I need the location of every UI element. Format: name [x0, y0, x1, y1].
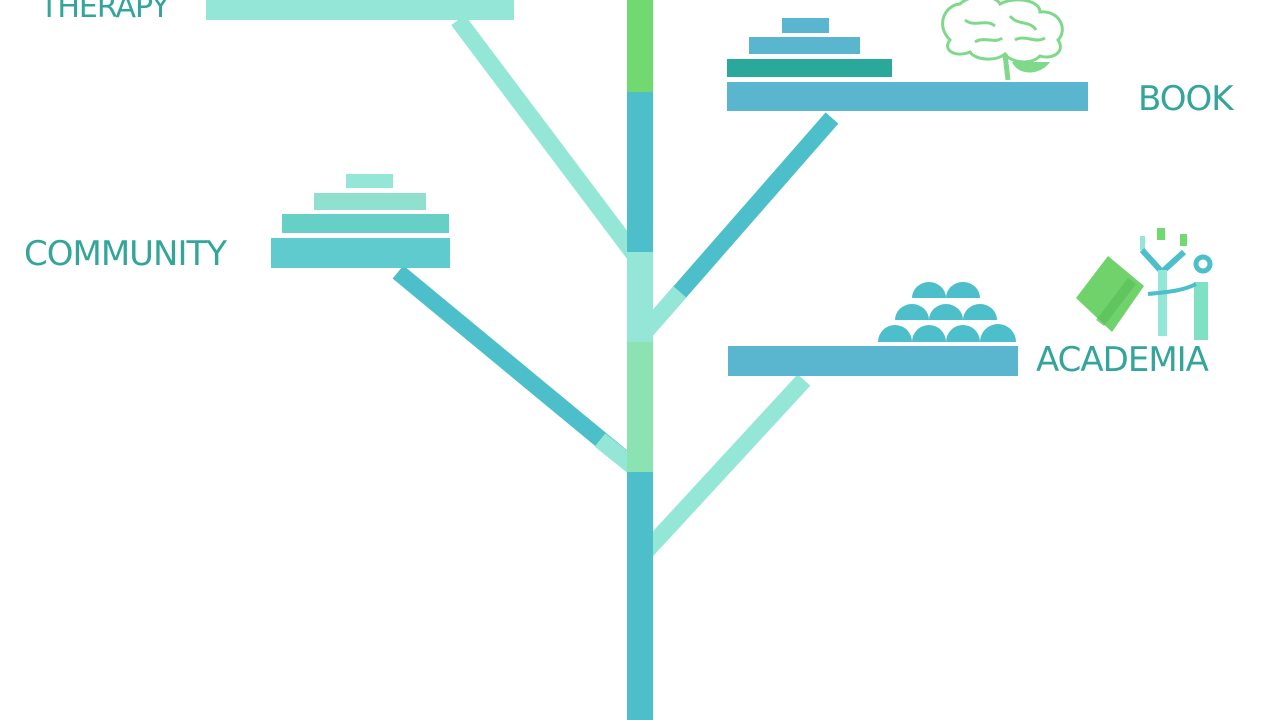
- label-therapy: THERAPY: [40, 0, 170, 25]
- community-books-icon: [282, 174, 449, 233]
- graduate-figure-icon: [1139, 228, 1213, 340]
- label-academia: ACADEMIA: [1036, 340, 1209, 380]
- trunk: [627, 0, 653, 720]
- trunk-segment-top: [627, 0, 653, 92]
- shelf-community: [271, 238, 450, 268]
- brain-tree-icon: [941, 0, 1064, 81]
- shelf-academia: [728, 346, 1018, 376]
- stacked-stones-icon: [878, 282, 1016, 342]
- shelves: [206, 0, 1088, 376]
- shelf-book: [727, 82, 1088, 111]
- trunk-segment-4: [627, 342, 653, 472]
- branch-academia: [631, 374, 811, 566]
- trunk-segment-3: [627, 252, 653, 342]
- green-book-icon: [1076, 256, 1144, 332]
- stacked-books-icon: [727, 18, 892, 77]
- shelf-therapy: [206, 0, 514, 20]
- trunk-segment-2: [627, 92, 653, 252]
- branch-community: [392, 265, 646, 479]
- branch-therapy: [451, 14, 647, 268]
- label-community: COMMUNITY: [24, 234, 227, 274]
- trunk-segment-5: [627, 472, 653, 720]
- label-book: BOOK: [1138, 79, 1234, 119]
